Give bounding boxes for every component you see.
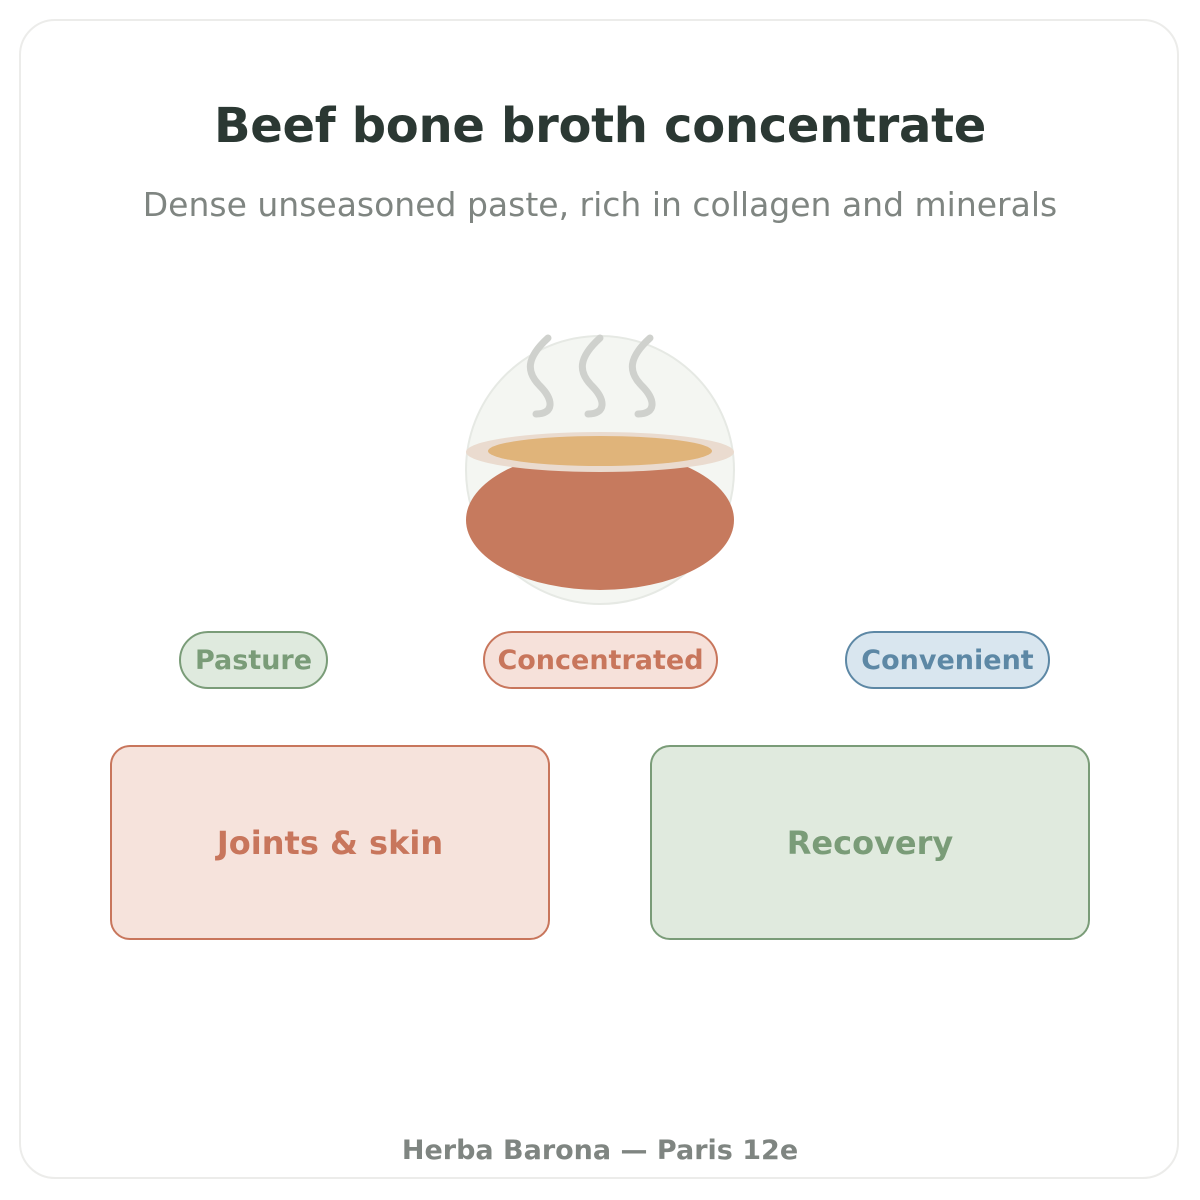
benefit-recovery: Recovery bbox=[650, 745, 1090, 940]
tag-convenient: Convenient bbox=[845, 631, 1050, 689]
benefit-joints-skin: Joints & skin bbox=[110, 745, 550, 940]
page-title: Beef bone broth concentrate bbox=[213, 98, 987, 154]
broth-pot-icon bbox=[465, 334, 735, 605]
footer-credit: Herba Barona — Paris 12e bbox=[401, 1135, 799, 1166]
page-subtitle: Dense unseasoned paste, rich in collagen… bbox=[142, 185, 1058, 224]
steam-icon bbox=[527, 334, 656, 418]
broth-surface bbox=[488, 436, 712, 466]
tag-concentrated: Concentrated bbox=[483, 631, 718, 689]
tag-pasture: Pasture bbox=[179, 631, 328, 689]
pot-body bbox=[466, 450, 734, 590]
